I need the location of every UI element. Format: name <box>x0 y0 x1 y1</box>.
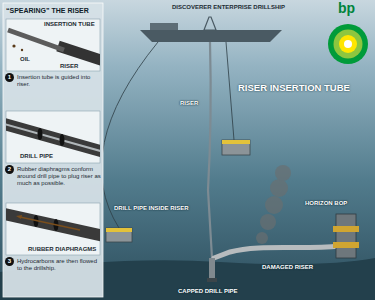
panel-heading: “SPEARING” THE RISER <box>3 3 103 14</box>
part-label: OIL <box>20 56 30 63</box>
part-label: HORIZON BOP <box>305 200 347 207</box>
part-label: RISER <box>60 63 78 70</box>
oil-plume <box>260 214 276 230</box>
rov-float <box>222 140 250 144</box>
blowout-preventer <box>333 242 359 248</box>
hydrocarbon-flow <box>20 217 80 230</box>
oil-plume <box>256 165 291 244</box>
logo-text: bp <box>338 0 355 16</box>
oil-plume <box>275 165 291 181</box>
bp-helios <box>328 24 368 64</box>
step-caption: Insertion tube is guided into riser. <box>17 73 101 88</box>
blowout-preventer <box>333 226 359 232</box>
riser-line <box>208 42 212 258</box>
damaged-riser <box>214 246 340 258</box>
rubber-diaphragm <box>38 128 43 140</box>
part-label: RUBBER DIAPHRAGMS <box>28 246 96 253</box>
panel-picture <box>6 19 100 71</box>
rov <box>222 140 250 155</box>
step-panel: 2Rubber diaphragms conform around drill … <box>3 111 103 187</box>
part-label: INSERTION TUBE <box>44 21 95 28</box>
oil-plume <box>256 232 268 244</box>
riser-tube <box>6 214 100 236</box>
insertion-tube <box>8 30 64 50</box>
part-label: DAMAGED RISER <box>262 264 313 271</box>
oil-plume <box>265 196 283 214</box>
callout-number: 1 <box>5 73 14 82</box>
oil-drop <box>21 49 23 51</box>
riser-tube <box>6 124 100 152</box>
step-panel: 1Insertion tube is guided into riser. <box>3 19 103 88</box>
inset-panel: “SPEARING” THE RISER 1Insertion tube is g… <box>3 3 103 297</box>
drillship-derrick <box>204 17 216 30</box>
step-caption: Hydrocarbons are then flowed to the dril… <box>17 257 101 272</box>
step-caption: Rubber diaphragms conform around drill p… <box>17 165 101 187</box>
rubber-diaphragm <box>60 134 65 146</box>
oil-drop <box>12 44 15 47</box>
drillship-hull <box>140 30 282 42</box>
rov-tether <box>226 42 234 140</box>
flow-arrowhead <box>16 215 22 219</box>
rov-tether <box>101 42 158 228</box>
callout-number: 2 <box>5 165 14 174</box>
part-label: DISCOVERER ENTERPRISE DRILLSHIP <box>172 4 285 11</box>
callout-number: 3 <box>5 257 14 266</box>
drillship-deckhouse <box>150 23 178 30</box>
bp-helios <box>344 40 352 48</box>
blowout-preventer <box>336 214 356 258</box>
part-label: DRILL PIPE <box>20 153 53 160</box>
oil-plume <box>270 179 288 197</box>
step-panel: 3Hydrocarbons are then flowed to the dri… <box>3 203 103 272</box>
drill-pipe <box>6 124 100 152</box>
diagram-title: RISER INSERTION TUBE <box>238 82 350 93</box>
bp-helios <box>339 35 357 53</box>
part-label: RISER <box>180 100 198 107</box>
rov <box>106 228 132 242</box>
part-label: DRILL PIPE INSIDE RISER <box>114 205 189 212</box>
rov-float <box>106 228 132 232</box>
inset-panel <box>3 3 103 297</box>
part-label: CAPPED DRILL PIPE <box>178 288 238 295</box>
bp-helios <box>334 30 363 59</box>
pipe-cap <box>207 278 217 282</box>
